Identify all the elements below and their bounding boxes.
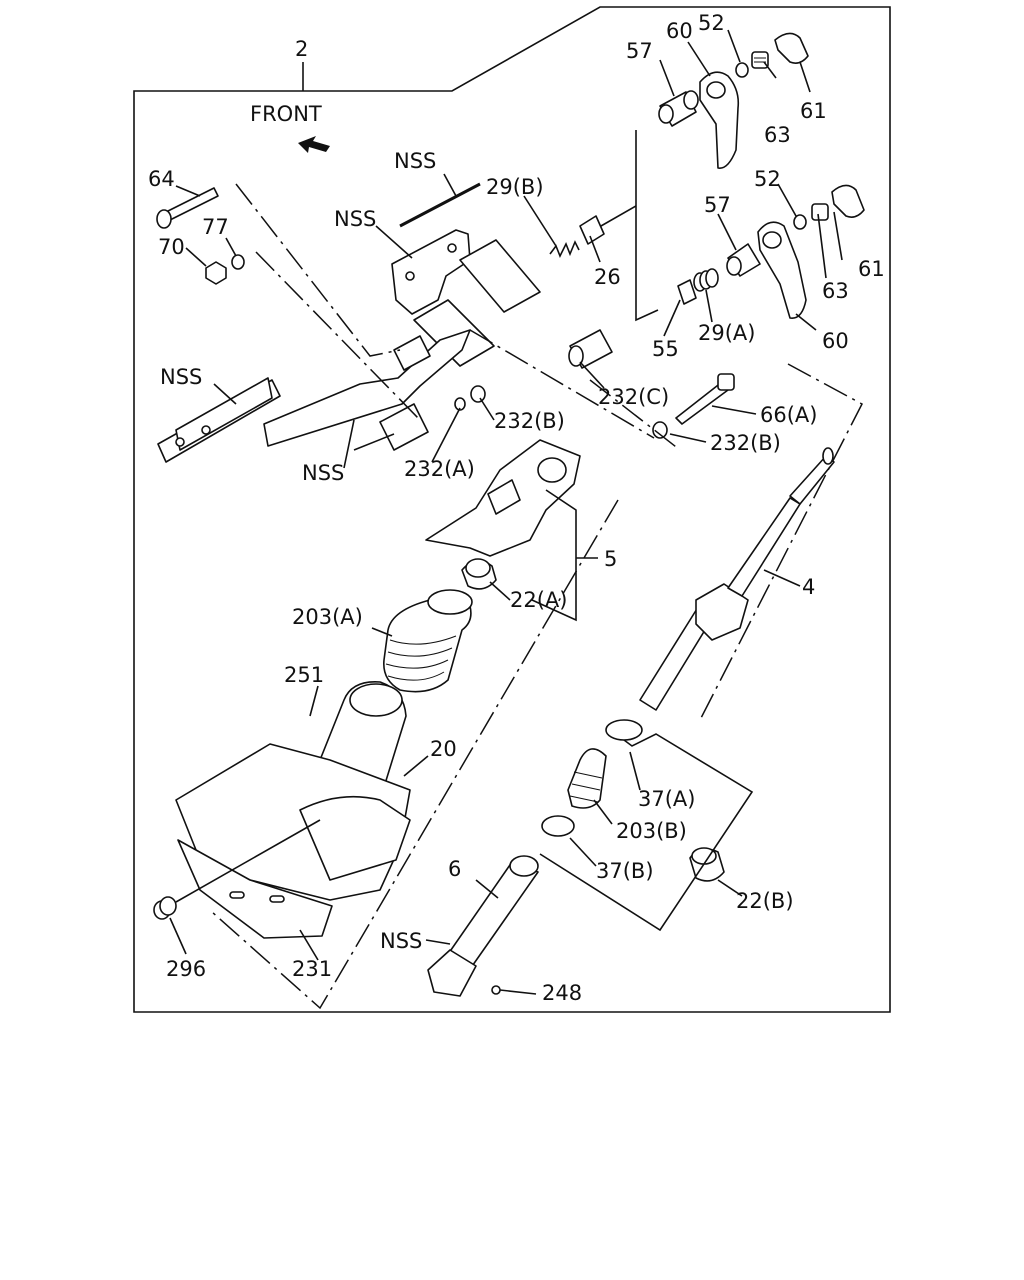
part-floor-cover-20 — [175, 743, 411, 901]
label-77: 77 — [202, 215, 229, 239]
part-washer-52-lower — [793, 214, 807, 230]
part-bolt-64 — [156, 187, 219, 229]
label-nss-clamp: NSS — [380, 929, 422, 953]
label-232b-2: 232(B) — [710, 431, 781, 455]
part-bush-57-upper — [658, 90, 699, 127]
label-57-lower: 57 — [704, 193, 731, 217]
label-63-lower: 63 — [822, 279, 849, 303]
label-60-lower: 60 — [822, 329, 849, 353]
part-nut-232a — [454, 397, 466, 411]
front-arrow-icon — [298, 136, 330, 153]
part-ring-37a — [605, 719, 643, 741]
part-bush-22a — [461, 558, 497, 590]
part-cap-61-upper — [774, 32, 809, 64]
label-22b: 22(B) — [736, 889, 794, 913]
label-22a: 22(A) — [510, 588, 567, 612]
part-rod-nss — [399, 182, 481, 228]
label-248: 248 — [542, 981, 582, 1005]
label-231: 231 — [292, 957, 332, 981]
part-spring-29a — [693, 268, 719, 292]
part-nut-232b-2 — [652, 421, 668, 439]
label-37b: 37(B) — [596, 859, 654, 883]
label-nss-bracket: NSS — [334, 207, 376, 231]
part-washer-52-upper — [735, 62, 749, 78]
label-296: 296 — [166, 957, 206, 981]
part-bracket-nss-left — [157, 377, 281, 463]
part-bolt-63-lower — [811, 203, 829, 221]
label-64: 64 — [148, 167, 175, 191]
label-nss-rod: NSS — [394, 149, 436, 173]
part-bolt-63-upper — [751, 51, 769, 69]
label-nss-left: NSS — [160, 365, 202, 389]
part-clip-26 — [579, 215, 605, 245]
label-nss-plates: NSS — [302, 461, 344, 485]
label-61-upper: 61 — [800, 99, 827, 123]
label-63-upper: 63 — [764, 123, 791, 147]
label-203b: 203(B) — [616, 819, 687, 843]
part-shaft-4 — [639, 447, 835, 711]
label-front: FRONT — [250, 102, 322, 126]
label-61-lower: 61 — [858, 257, 885, 281]
label-232c: 232(C) — [598, 385, 669, 409]
part-bolt-248 — [491, 985, 501, 995]
part-nut-232b-1 — [470, 385, 486, 403]
part-boot-203b — [567, 748, 607, 809]
label-5: 5 — [604, 547, 617, 571]
part-bush-57-lower — [726, 243, 761, 277]
label-57-upper: 57 — [626, 39, 653, 63]
part-boot-203a — [383, 589, 473, 693]
label-232b-1: 232(B) — [494, 409, 565, 433]
part-bolt-66a — [675, 373, 735, 425]
label-2: 2 — [295, 37, 308, 61]
label-6: 6 — [448, 857, 461, 881]
part-shaft-6 — [427, 855, 539, 997]
label-37a: 37(A) — [638, 787, 695, 811]
label-60-upper: 60 — [666, 19, 693, 43]
part-washer-77 — [231, 254, 245, 270]
part-gasket-231 — [177, 839, 333, 939]
label-4: 4 — [802, 575, 815, 599]
part-ring-37b — [541, 815, 575, 837]
part-lever-60-upper — [699, 71, 740, 169]
label-66a: 66(A) — [760, 403, 817, 427]
label-52-lower: 52 — [754, 167, 781, 191]
part-bush-232c — [568, 329, 613, 369]
part-nut-70 — [205, 261, 227, 285]
label-29a: 29(A) — [698, 321, 755, 345]
part-bracket-nss — [391, 229, 541, 367]
part-clip-55 — [677, 279, 697, 305]
label-20: 20 — [430, 737, 457, 761]
label-29b: 29(B) — [486, 175, 544, 199]
label-203a: 203(A) — [292, 605, 363, 629]
label-70: 70 — [158, 235, 185, 259]
part-grommet-296 — [153, 896, 177, 920]
part-cap-61-lower — [831, 184, 865, 218]
label-251: 251 — [284, 663, 324, 687]
part-plate-nss — [263, 329, 471, 451]
label-26: 26 — [594, 265, 621, 289]
label-52-upper: 52 — [698, 11, 725, 35]
label-55: 55 — [652, 337, 679, 361]
label-232a: 232(A) — [404, 457, 475, 481]
part-lever-60-lower — [757, 221, 807, 319]
part-column-bracket-5 — [425, 439, 581, 557]
frame-border — [133, 6, 891, 1013]
